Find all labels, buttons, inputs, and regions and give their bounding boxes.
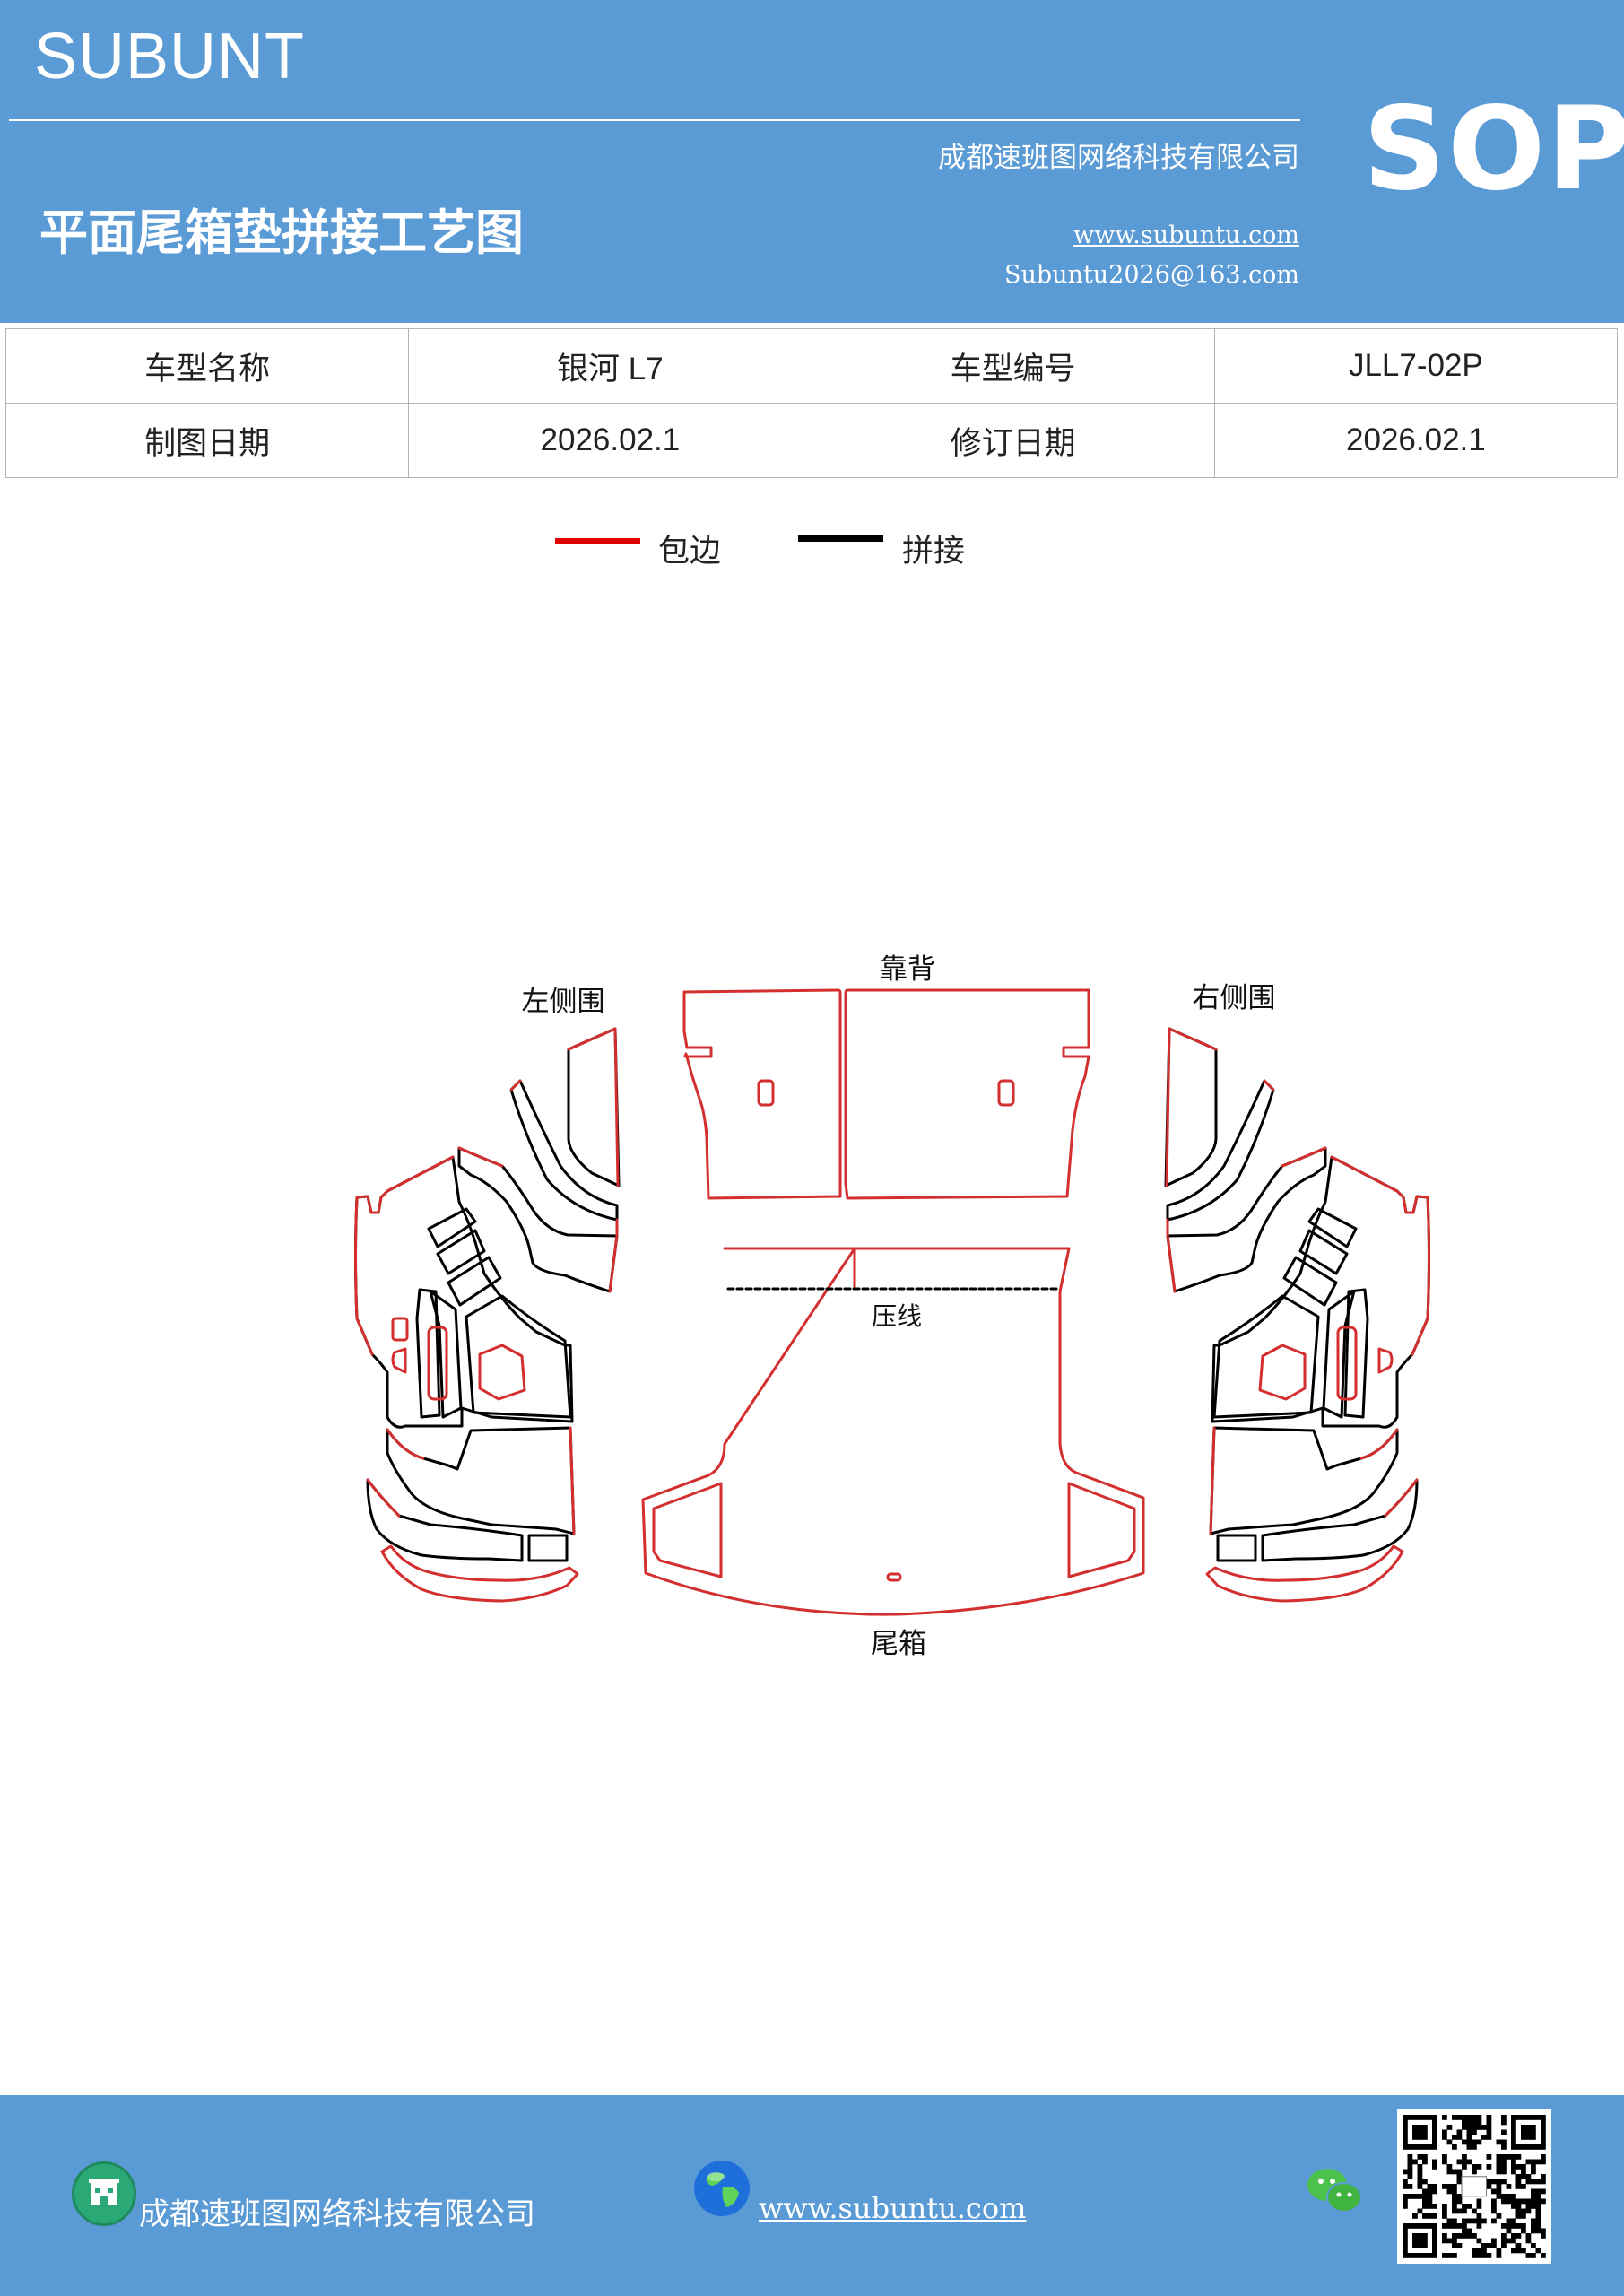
left-side-label: 左侧围 (522, 986, 605, 1018)
revise-date-value: 2026.02.1 (1213, 403, 1619, 478)
revise-date-label: 修订日期 (811, 403, 1215, 478)
mat-layout-diagram: 左侧围 靠背 右侧围 压线 尾箱 (354, 953, 1430, 1660)
trunk-floor-panel (641, 1247, 1145, 1616)
table-row: 制图日期 2026.02.1 修订日期 2026.02.1 (4, 403, 1619, 478)
left-side-panels (354, 1027, 621, 1603)
company-name: 成都速班图网络科技有限公司 (938, 142, 1299, 174)
model-name-value: 银河 L7 (408, 328, 812, 404)
document-title: 平面尾箱垫拼接工艺图 (39, 204, 524, 261)
globe-icon (690, 2157, 753, 2220)
vehicle-info-table: 车型名称 银河 L7 车型编号 JLL7-02P 制图日期 2026.02.1 … (4, 328, 1619, 478)
qr-code-icon (1397, 2109, 1551, 2264)
legend-label-edge: 包边 (658, 534, 722, 570)
email-address: Subuntu2026@163.com (1004, 261, 1299, 289)
backrest-panel-right (844, 988, 1090, 1200)
press-line-label: 压线 (872, 1301, 922, 1331)
footer-company: 成都速班图网络科技有限公司 (139, 2196, 535, 2232)
header-divider (9, 119, 1300, 121)
draw-date-value: 2026.02.1 (408, 403, 812, 478)
model-name-label: 车型名称 (4, 328, 410, 404)
trunk-label: 尾箱 (871, 1628, 926, 1660)
building-icon (72, 2161, 136, 2226)
sop-badge: SOP (1363, 83, 1624, 216)
header-banner (0, 0, 1624, 323)
website-link[interactable]: www.subuntu.com (1073, 222, 1299, 249)
legend-label-seam: 拼接 (902, 534, 966, 570)
right-side-label: 右侧围 (1193, 982, 1276, 1014)
model-code-label: 车型编号 (811, 328, 1215, 404)
right-side-panels (1164, 1027, 1430, 1603)
wechat-icon[interactable] (1305, 2163, 1364, 2217)
backrest-panel-left (682, 988, 842, 1200)
legend-swatch-edge (555, 538, 640, 544)
brand-name: SUBUNT (34, 21, 306, 92)
draw-date-label: 制图日期 (4, 403, 410, 478)
model-code-value: JLL7-02P (1213, 328, 1619, 404)
backrest-label: 靠背 (880, 953, 935, 986)
legend-swatch-seam (798, 535, 883, 542)
footer-website-link[interactable]: www.subuntu.com (759, 2191, 1027, 2225)
table-row: 车型名称 银河 L7 车型编号 JLL7-02P (4, 328, 1619, 404)
